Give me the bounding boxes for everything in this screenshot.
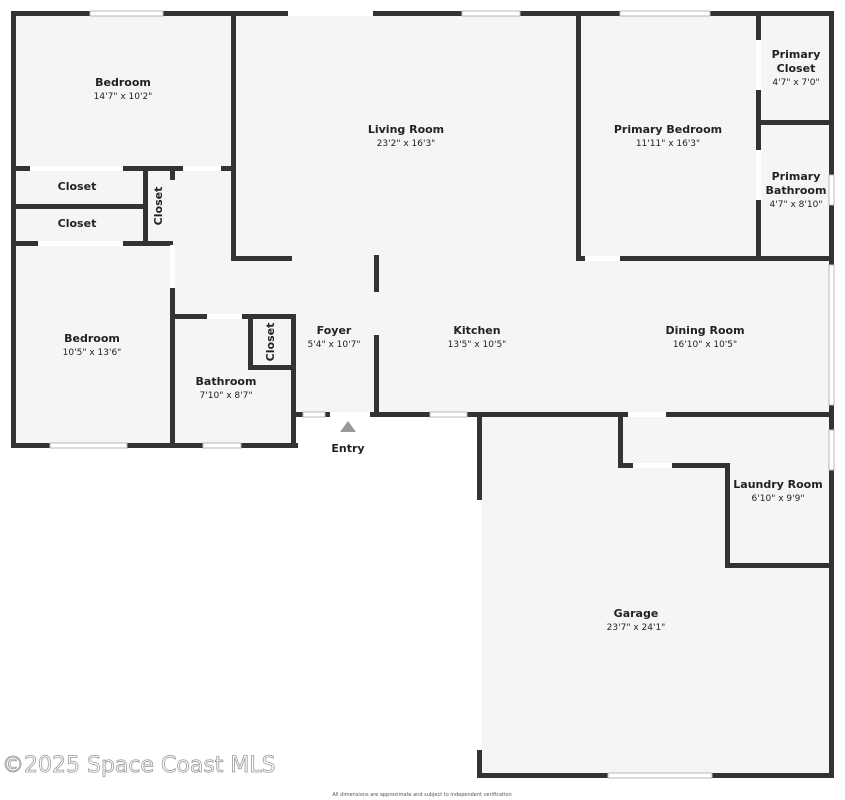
- room-name-foyer: Foyer: [317, 324, 352, 337]
- room-dims-primary-bedroom: 11'11" x 16'3": [636, 139, 700, 149]
- room-name-primary-closet: Primary: [772, 48, 821, 61]
- room-name-primary-closet: Closet: [777, 62, 816, 75]
- room-name-living-room: Living Room: [368, 123, 444, 136]
- room-dims-laundry-room: 6'10" x 9'9": [752, 494, 805, 504]
- room-dims-garage: 23'7" x 24'1": [607, 623, 666, 633]
- room-dims-dining-room: 16'10" x 10'5": [673, 340, 737, 350]
- room-name-laundry-room: Laundry Room: [733, 478, 822, 491]
- room-dims-bathroom: 7'10" x 8'7": [200, 391, 253, 401]
- watermark: ©2025 Space Coast MLS: [2, 753, 276, 778]
- room-dims-bedroom: 14'7" x 10'2": [94, 92, 153, 102]
- room-name-bedroom: Bedroom: [64, 332, 120, 345]
- room-name-closet: Closet: [58, 180, 97, 193]
- room-name-primary-bathroom: Bathroom: [766, 184, 827, 197]
- room-dims-primary-bathroom: 4'7" x 8'10": [770, 200, 823, 210]
- room-name-bathroom: Bathroom: [196, 375, 257, 388]
- room-name-closet: Closet: [58, 217, 97, 230]
- room-name-bedroom: Bedroom: [95, 76, 151, 89]
- room-name-kitchen: Kitchen: [453, 324, 500, 337]
- room-name-primary-bathroom: Primary: [772, 170, 821, 183]
- entry-label: Entry: [331, 442, 364, 455]
- room-name-primary-bedroom: Primary Bedroom: [614, 123, 722, 136]
- windows: [49, 10, 835, 779]
- room-name-dining-room: Dining Room: [665, 324, 744, 337]
- room-name-garage: Garage: [614, 607, 659, 620]
- room-dims-bedroom: 10'5" x 13'6": [63, 348, 122, 358]
- room-dims-primary-closet: 4'7" x 7'0": [772, 78, 819, 88]
- room-dims-kitchen: 13'5" x 10'5": [448, 340, 507, 350]
- room-dims-foyer: 5'4" x 10'7": [308, 340, 361, 350]
- room-dims-living-room: 23'2" x 16'3": [377, 139, 436, 149]
- room-name-closet: Closet: [264, 323, 277, 362]
- entry-arrow-icon: [340, 421, 356, 432]
- disclaimer: All dimensions are approximate and subje…: [332, 792, 511, 798]
- door-openings: [30, 11, 761, 750]
- floor-fill: [13, 13, 831, 775]
- room-name-closet: Closet: [152, 187, 165, 226]
